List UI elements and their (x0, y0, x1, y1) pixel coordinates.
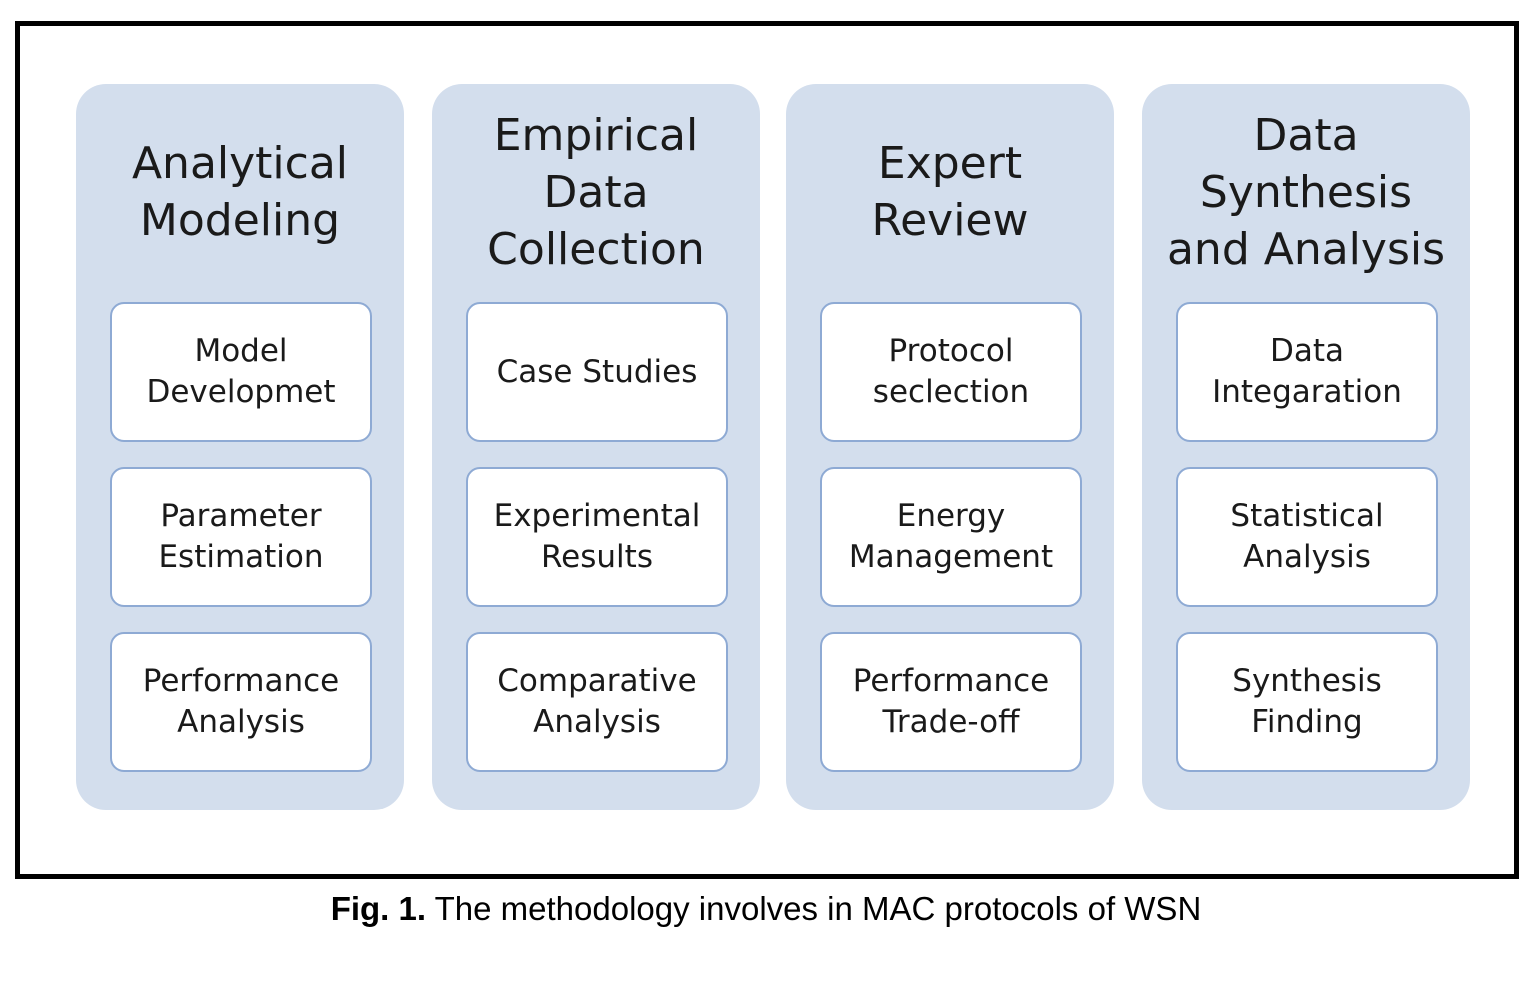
step-label: Energy (896, 498, 1006, 534)
step-label: Synthesis (1232, 663, 1382, 699)
step-box: Energy Management (820, 467, 1082, 607)
column-title: Data Synthesis and Analysis (1142, 110, 1470, 275)
step-label: Results (541, 539, 653, 575)
column-title-line: Data (1253, 109, 1359, 161)
step-label: Performance (142, 663, 340, 699)
step-box: Data Integaration (1176, 302, 1438, 442)
column-title-line: and Analysis (1166, 223, 1446, 275)
column-empirical-data-collection: Empirical Data Collection Case Studies E… (432, 84, 760, 810)
column-title: Expert Review (786, 112, 1114, 272)
step-box: Comparative Analysis (466, 632, 728, 772)
step-box: Performance Analysis (110, 632, 372, 772)
column-title: Empirical Data Collection (432, 110, 760, 275)
step-label: Management (848, 539, 1054, 575)
column-title-line: Collection (487, 223, 705, 275)
step-box: Experimental Results (466, 467, 728, 607)
step-label: Analysis (177, 704, 305, 740)
step-label: Analysis (1243, 539, 1371, 575)
step-label: Parameter (160, 498, 322, 534)
step-label: Data (1269, 333, 1345, 369)
column-title-line: Modeling (139, 195, 341, 246)
step-label: Statistical (1230, 498, 1384, 534)
figure-caption: Fig. 1. The methodology involves in MAC … (0, 890, 1532, 928)
step-box: Synthesis Finding (1176, 632, 1438, 772)
step-label: Developmet (146, 374, 336, 410)
step-label: Estimation (158, 539, 324, 575)
column-title-line: Data (543, 166, 649, 218)
column-analytical-modeling: Analytical Modeling Model Developmet Par… (76, 84, 404, 810)
step-label: Model (194, 333, 288, 369)
step-label: Comparative (497, 663, 697, 699)
step-label: Finding (1251, 704, 1363, 740)
column-title-line: Analytical (131, 138, 349, 189)
step-box: Parameter Estimation (110, 467, 372, 607)
step-label: Protocol (888, 333, 1014, 369)
step-label: Case Studies (496, 353, 698, 390)
step-box: Case Studies (466, 302, 728, 442)
step-label: Performance (852, 663, 1050, 699)
column-data-synthesis-and-analysis: Data Synthesis and Analysis Data Integar… (1142, 84, 1470, 810)
column-title-line: Expert (877, 138, 1023, 189)
step-label: Analysis (533, 704, 661, 740)
step-label: Trade-off (882, 704, 1020, 740)
step-label: Experimental (493, 498, 701, 534)
column-expert-review: Expert Review Protocol seclection Energy… (786, 84, 1114, 810)
step-label: Integaration (1212, 374, 1402, 410)
step-box: Model Developmet (110, 302, 372, 442)
step-box: Statistical Analysis (1176, 467, 1438, 607)
column-title-line: Empirical (493, 109, 699, 161)
caption-text: The methodology involves in MAC protocol… (426, 890, 1202, 927)
column-title-line: Synthesis (1199, 166, 1413, 218)
step-box: Protocol seclection (820, 302, 1082, 442)
step-label: seclection (872, 374, 1030, 410)
column-title: Analytical Modeling (76, 112, 404, 272)
caption-label: Fig. 1. (330, 890, 427, 927)
step-box: Performance Trade-off (820, 632, 1082, 772)
column-title-line: Review (871, 195, 1029, 246)
methodology-diagram: Analytical Modeling Model Developmet Par… (76, 84, 1472, 812)
